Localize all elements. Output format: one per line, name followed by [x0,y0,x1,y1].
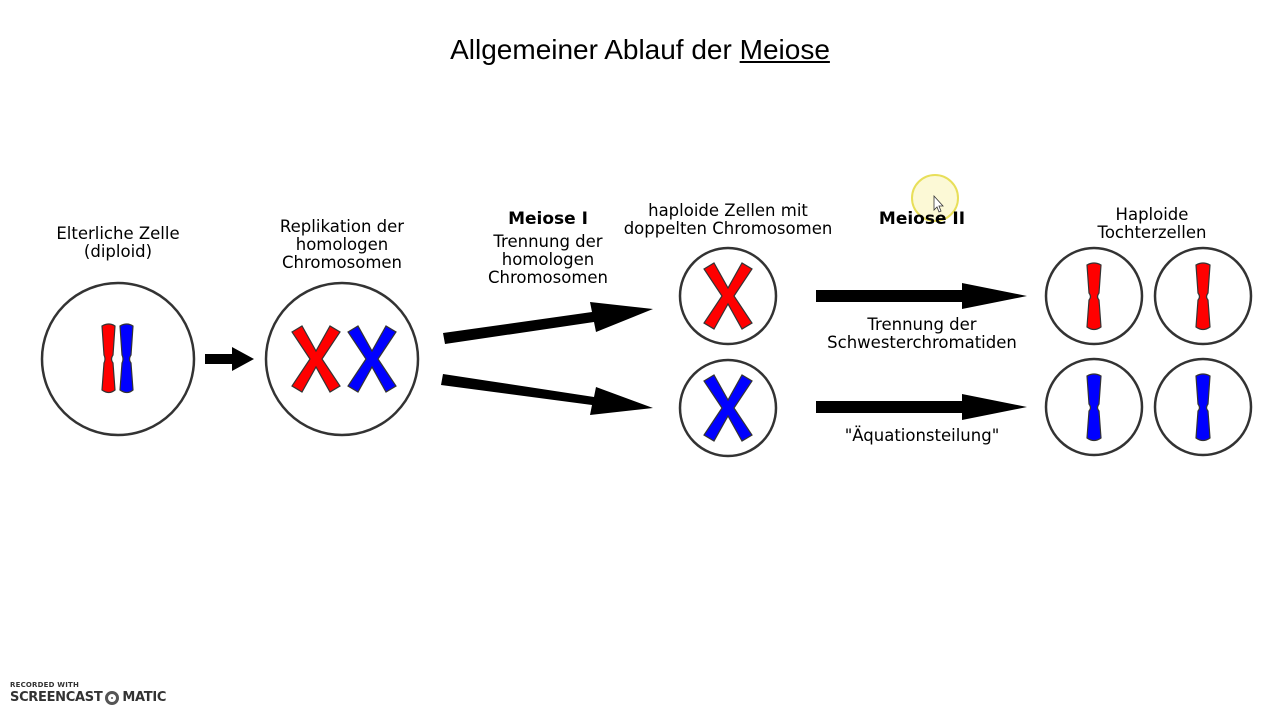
daughter-cell-blue-1 [1044,357,1144,457]
replication-label: Replikation der homologen Chromosomen [262,218,422,272]
watermark-brand-right: MATIC [122,690,167,705]
watermark-recorded-text: RECORDED WITH [10,681,80,689]
parent-cell [40,281,196,437]
arrow-meiosis1-upper [443,302,653,344]
blue-x-chromosome [347,325,397,393]
parent-label-line2: (diploid) [83,242,153,261]
parent-cell-label: Elterliche Zelle (diploid) [38,225,198,261]
haploid-label-line1: haploide Zellen mit [648,201,808,220]
haploid-cells-label: haploide Zellen mit doppelten Chromosome… [608,202,848,238]
separation-line2: Schwesterchromatiden [827,333,1017,352]
arrow-meiosis2-lower [816,394,1027,420]
arrow-meiosis2-upper [816,283,1027,309]
separation-line1: Trennung der [867,315,977,334]
title-underlined-word: Meiose [739,34,830,65]
screencast-watermark: RECORDED WITH SCREENCAST MATIC [10,681,166,705]
meiosis1-label: Meiose I Trennung der homologen Chromoso… [468,210,628,287]
mouse-pointer-icon [911,174,959,222]
meiosis1-line1: Trennung der [493,232,603,251]
title-text: Allgemeiner Ablauf der [450,34,740,65]
parent-label-line1: Elterliche Zelle [56,224,180,243]
daughter-label-line2: Tochterzellen [1097,223,1207,242]
red-x-chromosome [291,325,341,393]
replication-label-line2: homologen [295,235,389,254]
daughter-cell-blue-2 [1153,357,1253,457]
arrow-small [205,347,254,371]
equational-division-label: "Äquationsteilung" [844,426,1000,445]
haploid-cell-red [678,246,778,346]
blue-chromosome [119,323,134,394]
daughter-label-line1: Haploide [1115,205,1189,224]
daughter-cell-red-1 [1044,246,1144,346]
daughter-cell-red-2 [1153,246,1253,346]
replication-label-line3: Chromosomen [281,253,403,272]
sister-chromatid-separation-label: Trennung der Schwesterchromatiden [812,316,1032,352]
meiosis1-line3: Chromosomen [487,268,609,287]
watermark-brand: SCREENCAST MATIC [10,690,166,705]
daughter-cells-label: Haploide Tochterzellen [1072,206,1232,242]
replication-label-line1: Replikation der [279,217,405,236]
meiosis1-line2: homologen [501,250,595,269]
red-chromosome [101,323,116,394]
haploid-label-line2: doppelten Chromosomen [623,219,833,238]
watermark-brand-left: SCREENCAST [10,690,103,705]
haploid-cell-blue [678,358,778,458]
meiosis1-title: Meiose I [508,209,588,229]
page-title: Allgemeiner Ablauf der Meiose [0,34,1280,66]
meiosis2-title: Meiose II [878,209,966,229]
replicated-cell [264,281,420,437]
screencast-o-matic-logo-icon [105,690,120,705]
arrow-meiosis1-lower [441,374,653,415]
